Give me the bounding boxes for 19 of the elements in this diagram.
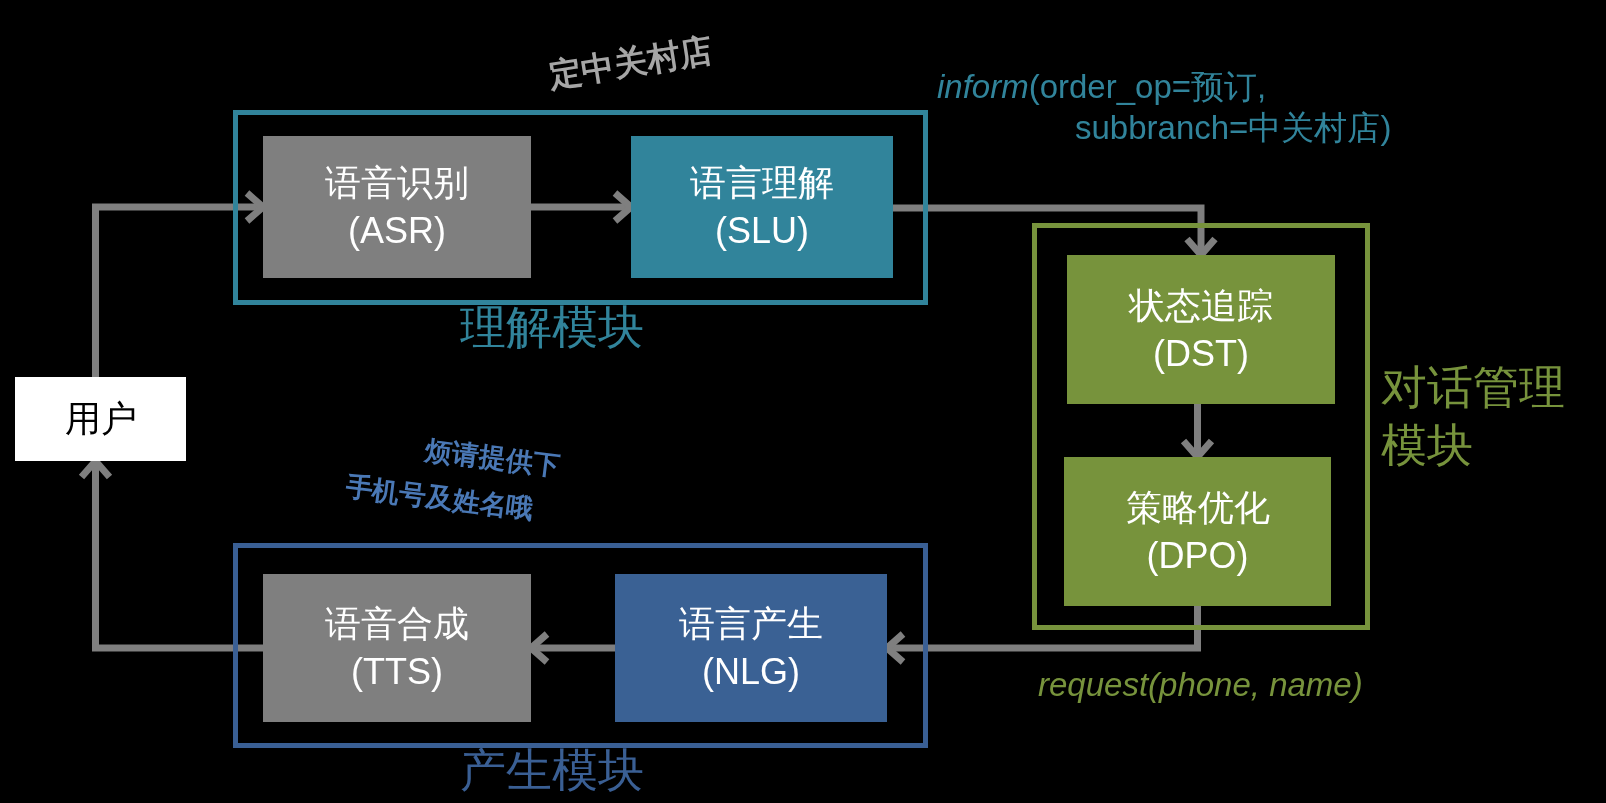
box-label: 语言产生 (NLG) bbox=[678, 602, 824, 694]
box-label: 用户 bbox=[64, 397, 137, 441]
box-label: 策略优化 (DPO) bbox=[1124, 485, 1271, 578]
user-box bbox=[15, 377, 186, 461]
process-box bbox=[263, 136, 531, 278]
process-box bbox=[1067, 255, 1335, 404]
box-label: 语音识别 (ASR) bbox=[324, 161, 470, 253]
speech-text: 定中关村店 bbox=[545, 30, 716, 96]
process-box bbox=[615, 574, 887, 722]
module-label: 产生模块 bbox=[460, 743, 644, 798]
module-label: 理解模块 bbox=[460, 300, 644, 355]
process-box bbox=[631, 136, 893, 278]
module-label: 对话管理模块 bbox=[1381, 360, 1566, 473]
box-label: 状态追踪 (DST) bbox=[1127, 283, 1274, 376]
process-box bbox=[263, 574, 531, 722]
box-label: 语音合成 (TTS) bbox=[324, 602, 470, 694]
box-label: 语言理解 (SLU) bbox=[689, 161, 835, 253]
process-box bbox=[1064, 457, 1331, 606]
speech-text: 烦请提供下 bbox=[423, 433, 562, 482]
